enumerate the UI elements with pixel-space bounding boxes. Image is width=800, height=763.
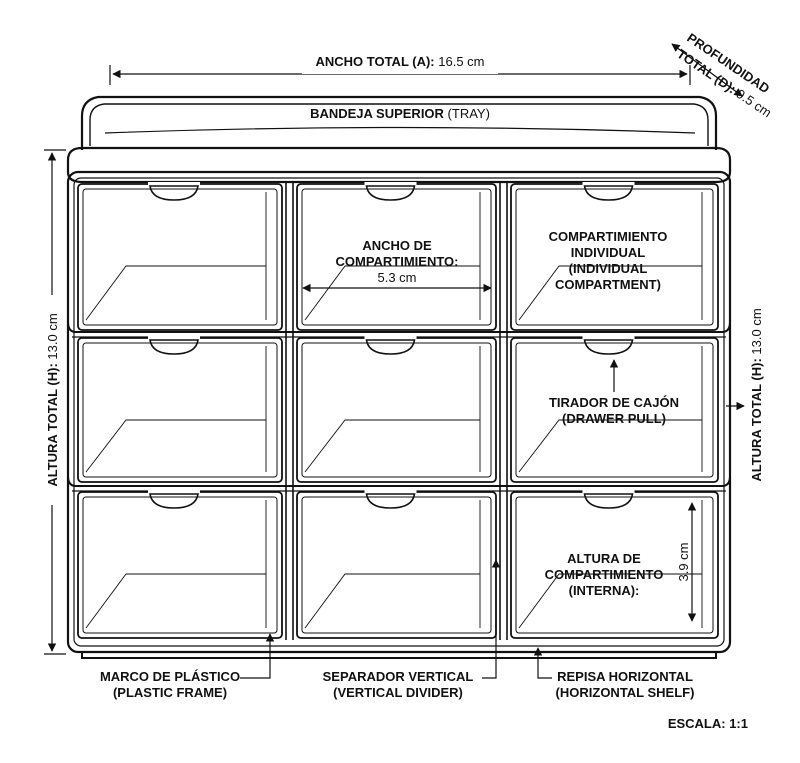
- comp-height-value: 3.9 cm: [676, 542, 691, 581]
- drawer-pull-gap: [364, 182, 417, 188]
- drawer-pull-icon: [583, 185, 634, 201]
- drawer-interior-lines: [518, 419, 703, 473]
- height-dimension-left: ALTURA TOTAL (H): 13.0 cm: [34, 149, 66, 655]
- drawer-interior-lines: [85, 265, 267, 321]
- drawer-inner-edge: [301, 188, 492, 326]
- drawer-pull-icon: [149, 185, 199, 201]
- divider-line1: SEPARADOR VERTICAL: [323, 669, 474, 684]
- drawer-pull-callout: TIRADOR DE CAJÓN (DRAWER PULL): [549, 359, 679, 426]
- drawer-interior-lines: [518, 265, 703, 321]
- drawer-pull-icon: [149, 493, 199, 509]
- drawer-interior-lines: [304, 265, 481, 321]
- pull-line1: TIRADOR DE CAJÓN: [549, 395, 679, 410]
- drawer[interactable]: [510, 490, 719, 639]
- drawer-pull-gap: [582, 490, 635, 496]
- drawer[interactable]: [510, 182, 719, 331]
- horizontal-shelf-callout: REPISA HORIZONTAL (HORIZONTAL SHELF): [533, 647, 695, 700]
- drawer-front: [296, 337, 497, 483]
- drawer[interactable]: [77, 182, 283, 331]
- drawer-interior-lines: [518, 573, 703, 629]
- frame-line2: (PLASTIC FRAME): [113, 685, 227, 700]
- drawer-front: [77, 183, 283, 331]
- pull-line2: (DRAWER PULL): [562, 411, 666, 426]
- drawer-front: [510, 337, 719, 483]
- drawer-inner-edge: [301, 496, 492, 634]
- individual-line1: COMPARTIMIENTO: [549, 229, 668, 244]
- drawer-pull-gap: [148, 490, 200, 496]
- comp-width-value: 5.3 cm: [377, 270, 416, 285]
- drawer-grid: [77, 182, 719, 639]
- drawer-pull-icon: [365, 339, 416, 355]
- drawer-inner-edge: [82, 188, 278, 326]
- drawer-pull-gap: [148, 182, 200, 188]
- overall-width-label: ANCHO TOTAL (A): 16.5 cm: [315, 54, 484, 69]
- drawer[interactable]: [296, 182, 497, 331]
- drawer-inner-edge: [515, 342, 714, 478]
- drawer-interior-lines: [85, 419, 267, 473]
- compartment-width-callout: ANCHO DE COMPARTIMIENTO: 5.3 cm: [302, 238, 492, 293]
- comp-height-line1: ALTURA DE: [567, 551, 641, 566]
- drawer-pull-gap: [364, 490, 417, 496]
- scale-label: ESCALA: 1:1: [668, 716, 748, 731]
- drawer-interior-lines: [85, 573, 267, 629]
- shelf-line1: REPISA HORIZONTAL: [557, 669, 693, 684]
- drawer-inner-edge: [82, 342, 278, 478]
- drawer-pull-gap: [364, 336, 417, 342]
- individual-line4: COMPARTMENT): [555, 277, 661, 292]
- drawer[interactable]: [296, 490, 497, 639]
- plastic-frame-callout: MARCO DE PLÁSTICO (PLASTIC FRAME): [100, 633, 275, 700]
- drawer-inner-edge: [515, 188, 714, 326]
- width-dimension: ANCHO TOTAL (A): 16.5 cm: [109, 52, 691, 85]
- drawer-pull-gap: [582, 336, 635, 342]
- drawer[interactable]: [77, 336, 283, 483]
- drawer[interactable]: [77, 490, 283, 639]
- height-dimension-right: ALTURA TOTAL (H): 13.0 cm: [726, 308, 764, 482]
- compartment-height-callout: 3.9 cm ALTURA DE COMPARTIMIENTO (INTERNA…: [545, 502, 697, 622]
- tray-label: BANDEJA SUPERIOR (TRAY): [310, 106, 490, 121]
- drawer-pull-icon: [583, 493, 634, 509]
- drawer-pull-gap: [148, 336, 200, 342]
- depth-dimension: PROFUNDIDAD TOTAL (D): 9.5 cm: [671, 30, 774, 120]
- comp-height-line3: (INTERNA):: [569, 583, 640, 598]
- individual-line3: (INDIVIDUAL: [569, 261, 648, 276]
- overall-height-label-left: ALTURA TOTAL (H): 13.0 cm: [45, 313, 60, 486]
- drawer-interior-lines: [304, 573, 481, 629]
- drawer-inner-edge: [82, 496, 278, 634]
- drawer-front: [296, 491, 497, 639]
- plastic-frame: [66, 170, 732, 659]
- top-tray: [66, 95, 732, 184]
- drawer-pull-icon: [149, 339, 199, 355]
- drawer-pull-icon: [365, 493, 416, 509]
- frame-line1: MARCO DE PLÁSTICO: [100, 669, 240, 684]
- drawer-pull-icon: [583, 339, 634, 355]
- drawer-front: [77, 491, 283, 639]
- vertical-divider: [285, 182, 508, 640]
- drawer-inner-edge: [301, 342, 492, 478]
- vertical-divider-callout: SEPARADOR VERTICAL (VERTICAL DIVIDER): [323, 559, 501, 700]
- shelf-line2: (HORIZONTAL SHELF): [556, 685, 695, 700]
- drawer-front: [77, 337, 283, 483]
- comp-height-line2: COMPARTIMIENTO: [545, 567, 664, 582]
- drawer-pull-gap: [582, 182, 635, 188]
- drawer-interior-lines: [304, 419, 481, 473]
- drawer[interactable]: [510, 336, 719, 483]
- individual-line2: INDIVIDUAL: [571, 245, 645, 260]
- divider-line2: (VERTICAL DIVIDER): [333, 685, 463, 700]
- comp-width-line2: COMPARTIMIENTO:: [335, 254, 458, 269]
- drawer-inner-edge: [515, 496, 714, 634]
- drawer[interactable]: [296, 336, 497, 483]
- overall-height-label-right: ALTURA TOTAL (H): 13.0 cm: [749, 308, 764, 481]
- comp-width-line1: ANCHO DE: [362, 238, 432, 253]
- drawer-pull-icon: [365, 185, 416, 201]
- individual-compartment-callout: COMPARTIMIENTO INDIVIDUAL (INDIVIDUAL CO…: [549, 229, 668, 292]
